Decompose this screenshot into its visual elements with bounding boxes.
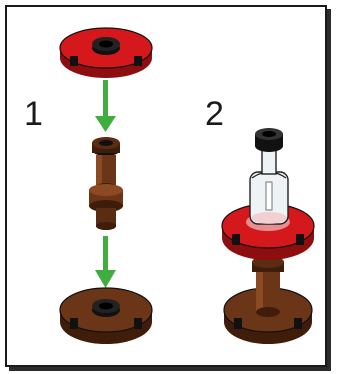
arrow-down-icon xyxy=(95,236,116,288)
step2-brown-column xyxy=(252,256,284,317)
step1-brown-round-plate xyxy=(60,288,152,344)
step1-brown-column-piece xyxy=(89,137,123,230)
arrow-down-icon xyxy=(95,80,116,132)
step2-glass-bottle xyxy=(250,128,288,224)
step1-red-round-plate xyxy=(60,28,152,78)
